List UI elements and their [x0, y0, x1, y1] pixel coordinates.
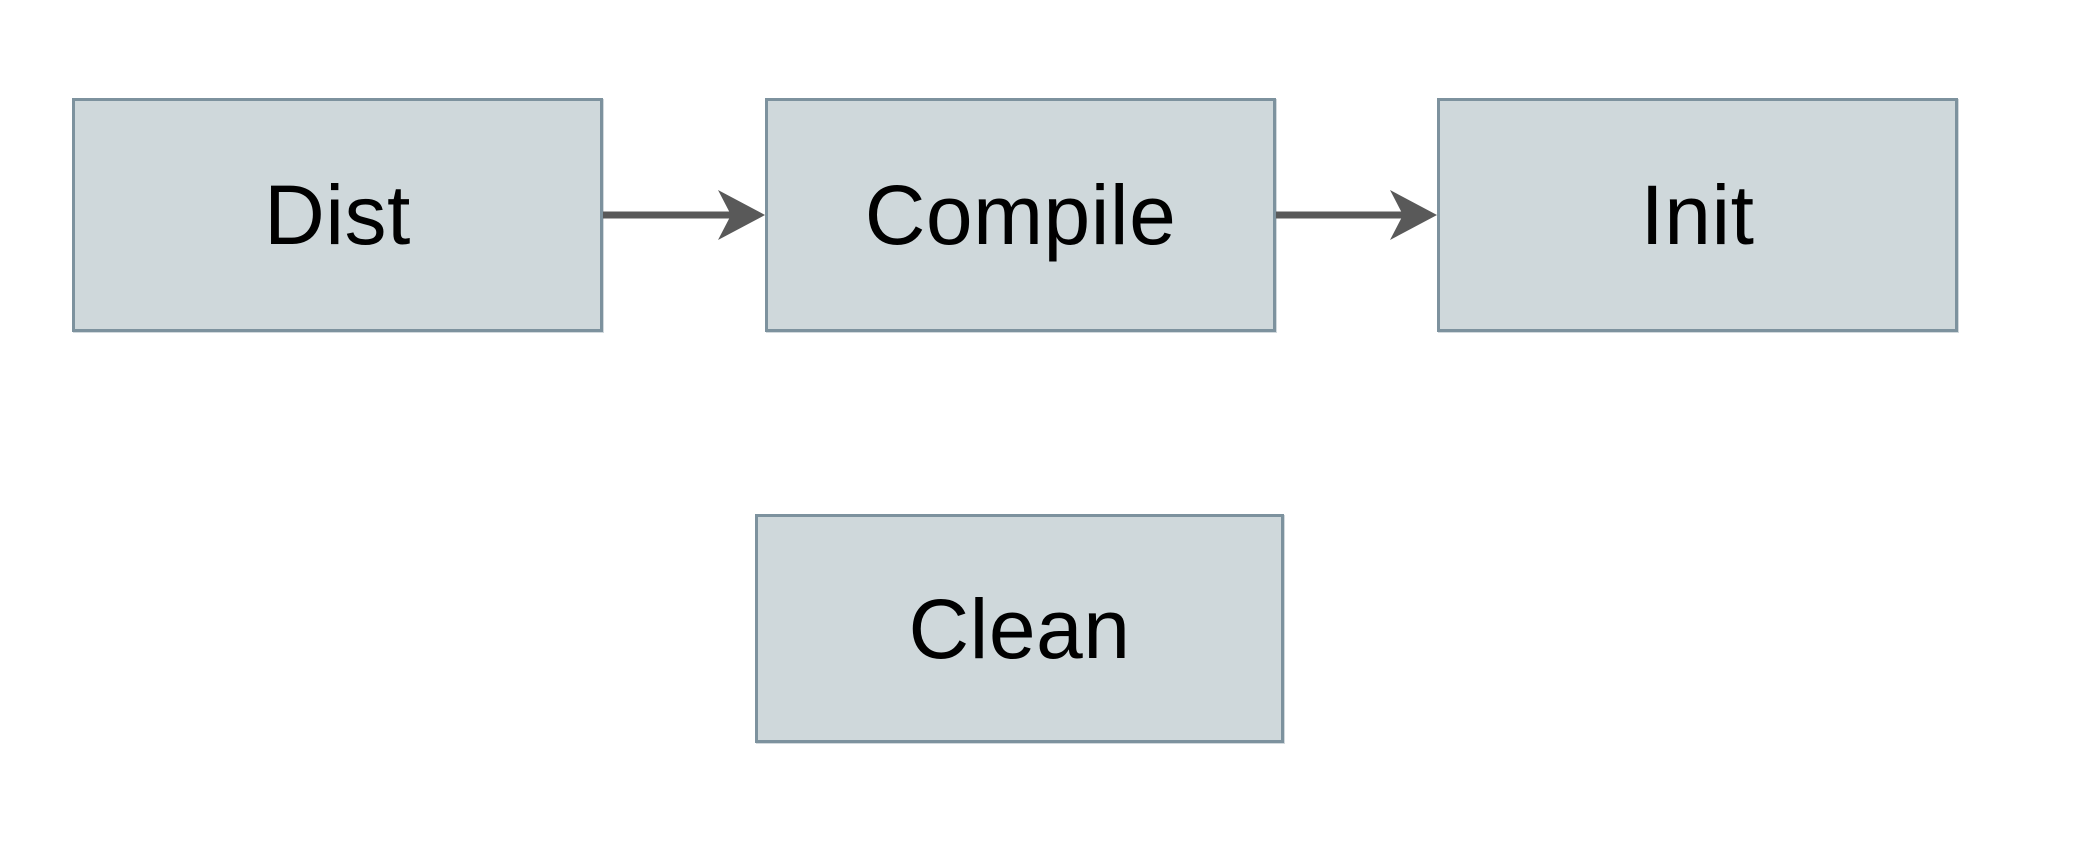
arrow-dist-to-compile: [603, 190, 765, 240]
node-dist[interactable]: Dist: [72, 98, 603, 332]
node-clean-label: Clean: [908, 581, 1131, 676]
node-compile-label: Compile: [864, 168, 1177, 262]
node-clean[interactable]: Clean: [755, 514, 1284, 743]
arrow-compile-to-init: [1276, 190, 1437, 240]
node-init[interactable]: Init: [1437, 98, 1958, 332]
node-compile[interactable]: Compile: [765, 98, 1276, 332]
node-dist-label: Dist: [264, 168, 411, 262]
node-init-label: Init: [1640, 168, 1755, 262]
